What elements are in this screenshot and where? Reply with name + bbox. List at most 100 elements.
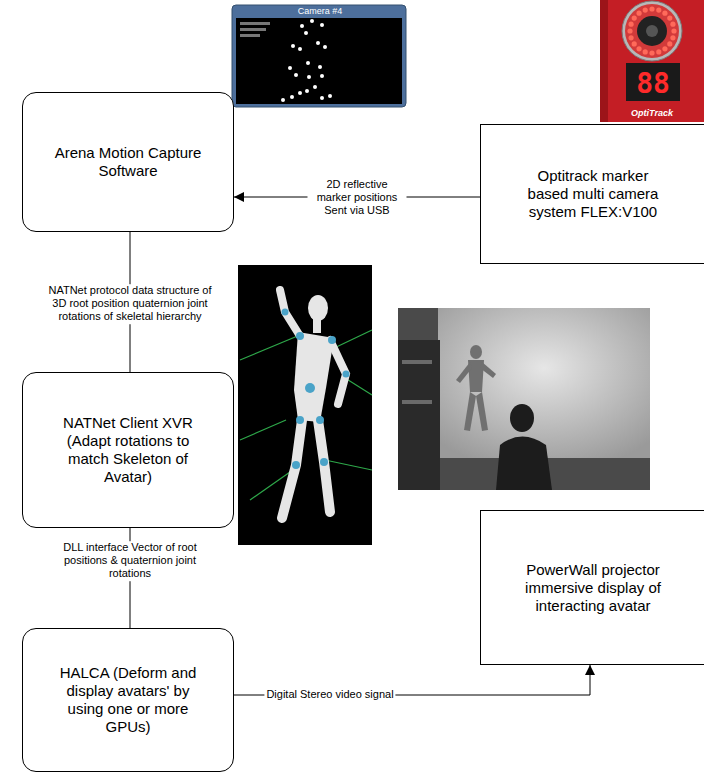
camera-view-screenshot-part [305,89,309,93]
led [632,15,637,20]
skeleton-figure-part [325,460,372,470]
skeleton-figure-part [316,416,324,424]
led [627,28,632,33]
projection-photo-part [464,392,476,431]
camera-view-screenshot-part [240,28,266,31]
skeleton-figure-part [328,336,336,344]
optitrack-camera-part [622,1,682,61]
camera-view-screenshot-part [240,22,270,25]
led [670,22,675,27]
optitrack-camera-part [626,63,680,101]
camera-view-screenshot-part [290,95,294,99]
projection-photo-part [438,308,650,458]
node-label: NATNet Client XVR (Adapt rotations to ma… [61,414,196,486]
projection-photo-part [402,360,432,364]
projection-photo-part [470,345,482,359]
led [649,50,654,55]
skeleton-figure-part [345,378,372,395]
led [649,6,654,11]
skeleton-figure-part [296,416,304,424]
skeleton-figure-part [240,335,300,360]
camera-view-screenshot-part [306,61,310,65]
camera-view-screenshot-part [288,66,292,70]
skeleton-figure-part [282,309,350,470]
projection-photo-part [456,362,472,383]
skeleton-figure-part [305,383,315,393]
led [628,22,633,27]
led [628,35,633,40]
skeleton-figure-part [313,319,321,333]
picture-label: Camera #4 [298,6,343,16]
camera-view-screenshot-part [320,23,324,27]
projection-photo-part [456,345,496,431]
skeleton-figure-part [240,420,286,440]
skeleton-figure-part [282,420,302,518]
device-box: Optitrack marker based multi camera syst… [480,124,704,264]
skeleton-figure-part [308,295,328,321]
camera-view-screenshot-part [310,19,314,23]
optitrack-camera-part [625,4,679,58]
camera-view-screenshot-part [298,91,302,95]
process-box: Arena Motion Capture Software [22,92,234,232]
skeleton-figure-part [296,332,304,340]
edge-label: DLL interface Vector of root positions &… [58,541,202,581]
led [671,28,676,33]
camera-view-screenshot-part [281,98,285,102]
optitrack-camera-part [600,0,608,122]
projection-photo [398,308,650,490]
skeleton-figure-part [280,290,300,336]
skeleton-figure-part [294,332,334,422]
camera-view-screenshot-part [320,96,324,100]
skeleton-figure-part [240,330,372,500]
optitrack-camera-part [637,16,667,46]
led [643,49,648,54]
skeleton-figure-part [292,461,300,469]
optitrack-camera-part [600,0,704,122]
camera-view-screenshot-part [291,44,295,48]
skeleton-figure [238,265,372,545]
led [656,49,661,54]
skeleton-figure-part [280,290,346,518]
node-label: Arena Motion Capture Software [46,144,211,180]
optitrack-camera [600,0,704,122]
edge-label: 2D reflective marker positions Sent via … [308,178,407,218]
display-digits: 88 [636,67,670,100]
edge-label: NATNet protocol data structure of 3D roo… [38,284,222,324]
camera-view-screenshot-part [300,24,304,28]
projection-photo-part [480,362,496,378]
process-box: HALCA (Deform and display avatars' by us… [22,628,234,772]
camera-view-screenshot-part [307,75,311,79]
led [667,41,672,46]
camera-view-screenshot-part [313,85,317,89]
led [632,41,637,46]
led [643,7,648,12]
projection-photo-part [398,308,650,490]
camera-view-screenshot-part [304,31,308,35]
camera-view-screenshot-part [232,5,406,107]
camera-view-screenshot-part [318,65,322,69]
projection-photo-part [398,340,440,490]
camera-view-screenshot [232,5,406,107]
camera-view-screenshot-part [294,73,298,77]
edge-label: Digital Stereo video signal [264,688,395,701]
node-label: HALCA (Deform and display avatars' by us… [48,664,208,736]
projection-photo-part [476,392,488,431]
led [636,11,641,16]
camera-view-screenshot-part [281,19,332,102]
camera-view-screenshot-part [323,45,327,49]
optitrack-camera-part [646,25,658,37]
camera-view-screenshot-part [316,41,320,45]
led [656,7,661,12]
node-label: PowerWall projector immersive display of… [518,561,668,615]
skeleton-figure-part [282,309,289,316]
camera-view-screenshot-part [240,34,260,37]
node-label: Optitrack marker based multi camera syst… [523,167,663,221]
led [670,35,675,40]
camera-view-screenshot-part [320,74,324,78]
skeleton-figure-part [320,458,328,466]
skeleton-figure-part [238,265,372,545]
picture-label: OptiTrack [631,108,673,118]
camera-view-screenshot-part [298,47,302,51]
process-box: NATNet Client XVR (Adapt rotations to ma… [22,372,234,528]
